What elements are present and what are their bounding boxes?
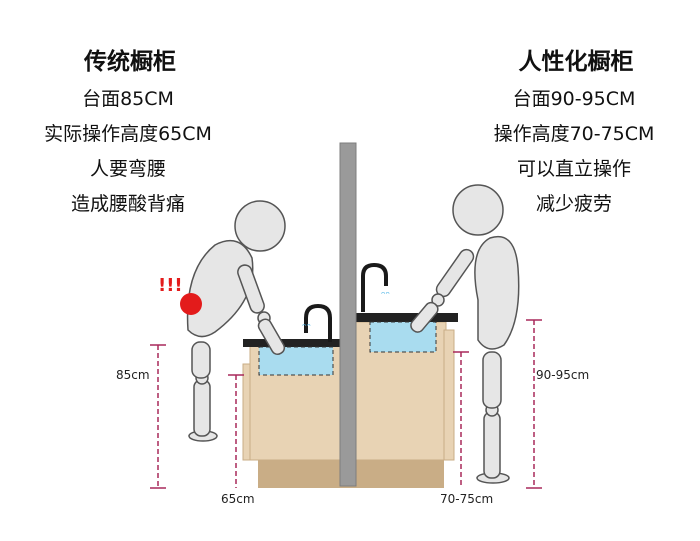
right-line-2: 操作高度70-75CM — [493, 123, 655, 145]
dimension-lines — [150, 319, 542, 489]
right-title: 人性化橱柜 — [518, 49, 634, 75]
left-line-4: 造成腰酸背痛 — [70, 193, 185, 215]
left-title: 传统橱柜 — [84, 49, 176, 75]
right-faucet-icon — [361, 262, 388, 312]
back-pain-marker — [180, 293, 202, 315]
right-countertop — [350, 313, 458, 322]
right-upright-figure — [410, 184, 520, 484]
alert-exclamation: !!! — [158, 275, 183, 296]
left-line-2: 实际操作高度65CM — [44, 123, 212, 145]
right-counter-height-label: 90-95cm — [536, 368, 590, 382]
left-faucet-icon — [304, 303, 332, 342]
left-line-1: 台面85CM — [82, 88, 174, 110]
right-line-3: 可以直立操作 — [516, 158, 631, 180]
right-water-drops-icon: ᵔᵔ — [381, 289, 390, 302]
left-water-drops-icon: ᵔᵔ — [302, 321, 311, 334]
right-cabinet-side-panel — [443, 329, 455, 461]
right-line-1: 台面90-95CM — [512, 88, 636, 110]
left-working-height-label: 65cm — [221, 492, 255, 506]
left-countertop — [243, 339, 347, 347]
left-sink-basin — [258, 346, 334, 376]
left-bending-figure — [186, 200, 286, 442]
center-divider — [339, 142, 357, 487]
right-line-4: 减少疲劳 — [535, 193, 612, 215]
right-working-height-label: 70-75cm — [440, 492, 494, 506]
left-line-3: 人要弯腰 — [89, 158, 166, 180]
left-counter-height-label: 85cm — [116, 368, 150, 382]
